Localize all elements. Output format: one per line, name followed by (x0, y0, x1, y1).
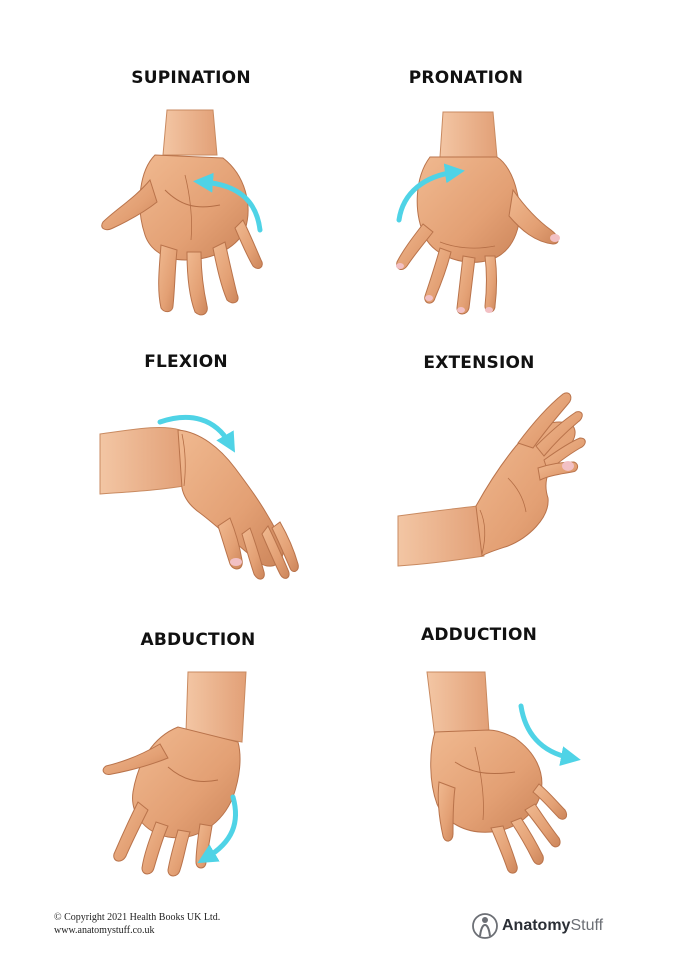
curved-arrow-icon (193, 172, 263, 233)
abduction-hand-illustration (102, 671, 247, 877)
panel-title: EXTENSION (423, 353, 535, 373)
anatomy-figure-icon (472, 913, 498, 939)
logo-text-stuff: Stuff (570, 917, 604, 934)
panel-title: SUPINATION (131, 68, 251, 88)
flexion-hand-illustration (99, 414, 299, 580)
panel-title: ADDUCTION (420, 625, 538, 645)
panel-title: ABDUCTION (140, 630, 256, 650)
footer-copyright-block: © Copyright 2021 Health Books UK Ltd. ww… (54, 911, 220, 937)
panel-title: FLEXION (144, 352, 228, 372)
copyright-text: © Copyright 2021 Health Books UK Ltd. (54, 912, 221, 923)
logo-text-anatomy: Anatomy (502, 917, 571, 934)
pronation-hand-illustration (396, 111, 560, 315)
website-link[interactable]: www.anatomystuff.co.uk (54, 925, 155, 936)
curved-arrow-icon (157, 414, 236, 453)
logo-wordmark: AnatomyStuff (502, 917, 603, 935)
curved-arrow-icon (518, 703, 581, 766)
curved-arrow-icon (197, 794, 239, 864)
panel-title: PRONATION (408, 68, 524, 88)
supination-hand-illustration (101, 109, 263, 316)
adduction-hand-illustration (426, 671, 581, 874)
anatomystuff-logo[interactable]: AnatomyStuff (472, 911, 603, 941)
extension-hand-illustration (397, 392, 586, 567)
curved-arrow-icon (396, 163, 465, 223)
